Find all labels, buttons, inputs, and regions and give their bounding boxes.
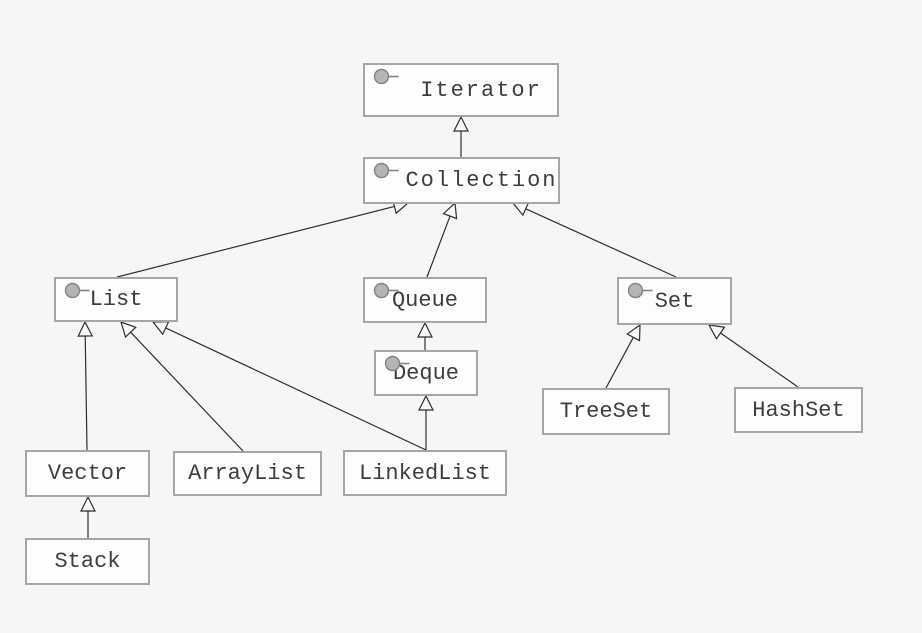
class-node-set[interactable]: Set — [617, 277, 732, 325]
class-name-label: Set — [654, 288, 695, 314]
class-name-label: Deque — [392, 360, 459, 386]
inheritance-edge-linkedlist-deque — [418, 394, 434, 450]
class-node-hashset[interactable]: HashSet — [734, 387, 863, 433]
hollow-triangle-arrowhead — [626, 323, 641, 342]
class-node-deque[interactable]: Deque — [374, 350, 478, 396]
class-name-label: Vector — [47, 461, 128, 486]
inheritance-edge-hashset-set — [707, 324, 799, 388]
class-node-linkedlist[interactable]: LinkedList — [343, 450, 507, 496]
class-node-treeset[interactable]: TreeSet — [542, 388, 670, 435]
class-name-label: Collection — [405, 168, 558, 193]
class-node-stack[interactable]: Stack — [25, 538, 150, 585]
class-node-queue[interactable]: Queue — [363, 277, 487, 323]
class-node-collection[interactable]: Collection — [363, 157, 560, 204]
class-name-label: Iterator — [420, 77, 542, 103]
class-name-label: TreeSet — [559, 399, 653, 424]
inheritance-edge-deque-queue — [417, 321, 433, 350]
interface-lollipop-icon — [373, 162, 399, 179]
inheritance-edge-queue-collection — [426, 201, 458, 278]
class-name-label: LinkedList — [358, 460, 492, 486]
inheritance-edge-arraylist-list — [120, 321, 244, 452]
hollow-triangle-arrowhead — [77, 320, 94, 337]
hollow-triangle-arrowhead — [707, 324, 726, 340]
class-name-label: HashSet — [752, 397, 845, 423]
class-name-label: ArrayList — [188, 461, 307, 486]
hollow-triangle-arrowhead — [80, 495, 96, 512]
hollow-triangle-arrowhead — [120, 321, 137, 339]
hollow-triangle-arrowhead — [511, 201, 530, 217]
inheritance-edge-collection-iterator — [453, 115, 469, 157]
interface-lollipop-icon — [64, 282, 90, 299]
inheritance-edge-vector-list — [77, 320, 94, 451]
class-node-arraylist[interactable]: ArrayList — [173, 451, 322, 496]
class-node-vector[interactable]: Vector — [25, 450, 150, 497]
inheritance-edge-set-collection — [511, 201, 677, 278]
interface-lollipop-icon — [627, 282, 653, 299]
inheritance-edge-stack-vector — [80, 495, 96, 538]
hollow-triangle-arrowhead — [417, 321, 433, 338]
class-node-list[interactable]: List — [54, 277, 178, 322]
hollow-triangle-arrowhead — [442, 201, 458, 220]
inheritance-edge-list-collection — [116, 198, 410, 278]
hollow-triangle-arrowhead — [151, 320, 170, 336]
class-name-label: Queue — [391, 287, 458, 313]
inheritance-edge-treeset-set — [605, 323, 641, 389]
interface-lollipop-icon — [373, 68, 399, 85]
hollow-triangle-arrowhead — [418, 394, 434, 411]
class-name-label: List — [89, 287, 143, 312]
class-name-label: Stack — [54, 549, 121, 574]
class-node-iterator[interactable]: Iterator — [363, 63, 559, 117]
hollow-triangle-arrowhead — [453, 115, 469, 132]
